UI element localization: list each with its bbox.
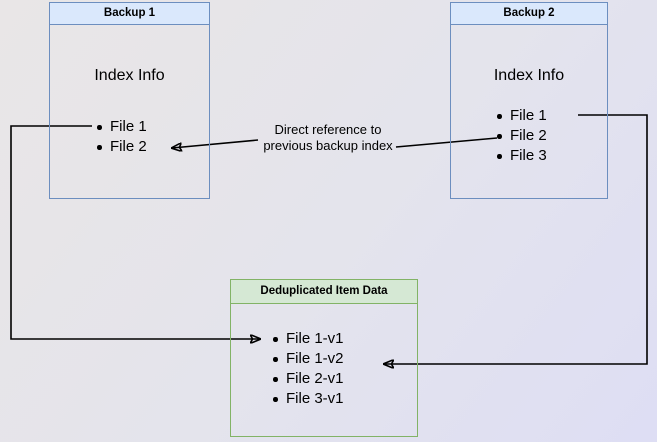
backup-2-body: Index Info File 1 File 2 File 3 bbox=[451, 25, 607, 198]
deduplicated-item-data-header: Deduplicated Item Data bbox=[231, 280, 417, 304]
direct-reference-label: Direct reference to previous backup inde… bbox=[250, 122, 406, 154]
deduplicated-file-list: File 1-v1 File 1-v2 File 2-v1 File 3-v1 bbox=[271, 329, 344, 409]
list-item: File 2 bbox=[95, 137, 147, 157]
list-item: File 3-v1 bbox=[271, 389, 344, 409]
backup-1-body: Index Info File 1 File 2 bbox=[50, 25, 209, 198]
deduplicated-item-data-body: File 1-v1 File 1-v2 File 2-v1 File 3-v1 bbox=[231, 304, 417, 436]
list-item: File 2-v1 bbox=[271, 369, 344, 389]
list-item: File 1 bbox=[495, 106, 547, 126]
direct-reference-label-line-2: previous backup index bbox=[263, 138, 393, 153]
edge-backup1-to-dedup bbox=[10, 125, 260, 339]
list-item: File 1 bbox=[95, 117, 147, 137]
deduplicated-item-data-box[interactable]: Deduplicated Item Data File 1-v1 File 1-… bbox=[230, 279, 418, 437]
list-item: File 1-v1 bbox=[271, 329, 344, 349]
direct-reference-label-line-1: Direct reference to bbox=[274, 122, 382, 137]
backup-1-index-info-label: Index Info bbox=[94, 67, 165, 84]
list-item: File 2 bbox=[495, 126, 547, 146]
backup-1-file-list: File 1 File 2 bbox=[95, 117, 147, 157]
backup-2-header: Backup 2 bbox=[451, 3, 607, 25]
edge-direct-reference-arrow-to-backup1 bbox=[172, 139, 259, 148]
backup-2-index-info-label: Index Info bbox=[493, 67, 565, 84]
backup-1-box[interactable]: Backup 1 Index Info File 1 File 2 bbox=[49, 2, 210, 199]
backup-2-box[interactable]: Backup 2 Index Info File 1 File 2 File 3 bbox=[450, 2, 608, 199]
list-item: File 1-v2 bbox=[271, 349, 344, 369]
list-item: File 3 bbox=[495, 146, 547, 166]
backup-2-file-list: File 1 File 2 File 3 bbox=[495, 106, 547, 166]
backup-1-header: Backup 1 bbox=[50, 3, 209, 25]
edge-backup2-to-dedup bbox=[384, 114, 648, 364]
edge-backup2-direct-reference-to-backup1 bbox=[395, 137, 498, 148]
